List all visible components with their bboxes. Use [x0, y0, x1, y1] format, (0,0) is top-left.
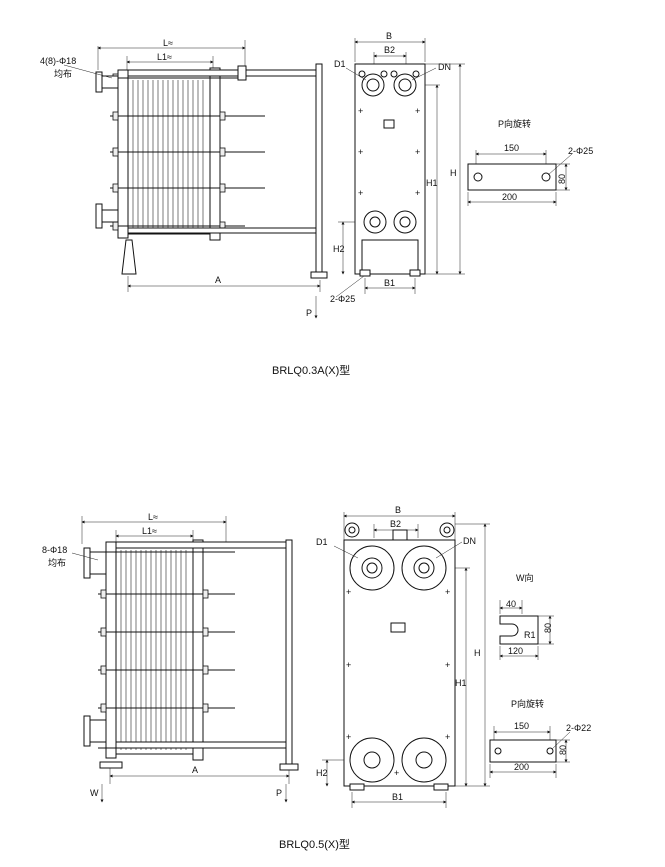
dim-H: H	[450, 168, 457, 178]
dim-B1-2: B1	[392, 792, 403, 802]
dim-80-w: 80	[543, 623, 553, 633]
side-view-2: B B2 + + + + + +	[316, 505, 490, 808]
dim-H2-2: H2	[316, 768, 328, 778]
svg-text:+: +	[346, 732, 351, 742]
dim-H1: H1	[426, 178, 438, 188]
caption-2: BRLQ0.5(X)型	[279, 837, 350, 851]
svg-text:+: +	[358, 147, 363, 157]
plate-pack-2	[120, 550, 187, 750]
dim-H-2: H	[474, 648, 481, 658]
svg-text:+: +	[358, 106, 363, 116]
side-view-1: B B2 + + + + +	[330, 31, 465, 304]
dim-A: A	[215, 275, 221, 285]
dim-L-2: L≈	[148, 512, 158, 522]
dim-B2-2: B2	[390, 519, 401, 529]
plate-pack-1	[132, 80, 204, 230]
svg-text:+: +	[346, 587, 351, 597]
dim-H2: H2	[333, 244, 345, 254]
label-D1: D1	[334, 59, 346, 69]
svg-text:+: +	[415, 147, 420, 157]
detail-p-2: P向旋转 150 80 200 2-Φ22	[489, 698, 591, 778]
dim-150: 150	[504, 143, 519, 153]
dim-B: B	[386, 31, 392, 41]
view-P-label-2: P	[276, 788, 282, 798]
svg-text:+: +	[394, 768, 399, 778]
dim-L: L≈	[163, 38, 173, 48]
dim-200: 200	[502, 192, 517, 202]
svg-text:+: +	[415, 106, 420, 116]
dim-150-2: 150	[514, 721, 529, 731]
bolt-spec-2: 8-Φ18	[42, 545, 67, 555]
bolt-spec: 4(8)-Φ18	[40, 56, 76, 66]
tie-bolts-2	[98, 551, 235, 749]
dim-A-2: A	[192, 765, 198, 775]
hole-spec-detail-1: 2-Φ25	[568, 146, 593, 156]
dim-H1-2: H1	[455, 678, 467, 688]
detail-title-1: P向旋转	[498, 118, 531, 129]
dim-B2: B2	[384, 45, 395, 55]
caption-1: BRLQ0.3A(X)型	[272, 363, 350, 377]
detail-p-1: P向旋转 150 80 200 2-Φ25	[467, 118, 593, 206]
detail-w-title: W向	[516, 572, 534, 583]
dim-120: 120	[508, 646, 523, 656]
front-view-2: L≈ L1≈	[42, 512, 299, 803]
front-view-1: L≈ L1≈	[40, 38, 328, 319]
label-DN-2: DN	[463, 536, 476, 546]
detail-p-title-2: P向旋转	[511, 698, 544, 709]
diagram-1: L≈ L1≈	[40, 31, 593, 377]
hole-spec-1: 2-Φ25	[330, 294, 355, 304]
dim-80-p2: 80	[558, 745, 568, 755]
svg-text:+: +	[445, 732, 450, 742]
bolt-note-2: 均布	[48, 557, 66, 568]
view-W-label: W	[90, 788, 99, 798]
dim-80: 80	[557, 174, 567, 184]
label-R1: R1	[524, 630, 536, 640]
dim-B1: B1	[384, 278, 395, 288]
bolt-note: 均布	[54, 68, 72, 79]
svg-text:+: +	[445, 660, 450, 670]
svg-text:+: +	[445, 587, 450, 597]
dim-L1-2: L1≈	[142, 526, 157, 536]
dim-L1: L1≈	[157, 52, 172, 62]
dim-40: 40	[506, 599, 516, 609]
hole-spec-detail-2: 2-Φ22	[566, 723, 591, 733]
label-DN: DN	[438, 62, 451, 72]
dim-B-2: B	[395, 505, 401, 515]
dim-200-2: 200	[514, 762, 529, 772]
svg-text:+: +	[358, 188, 363, 198]
svg-text:+: +	[415, 188, 420, 198]
view-P-label: P	[306, 308, 312, 318]
diagram-2: L≈ L1≈	[42, 505, 591, 851]
svg-text:+: +	[346, 660, 351, 670]
label-D1-2: D1	[316, 537, 328, 547]
detail-w-2: W向 40 R1 80 120	[499, 572, 554, 660]
